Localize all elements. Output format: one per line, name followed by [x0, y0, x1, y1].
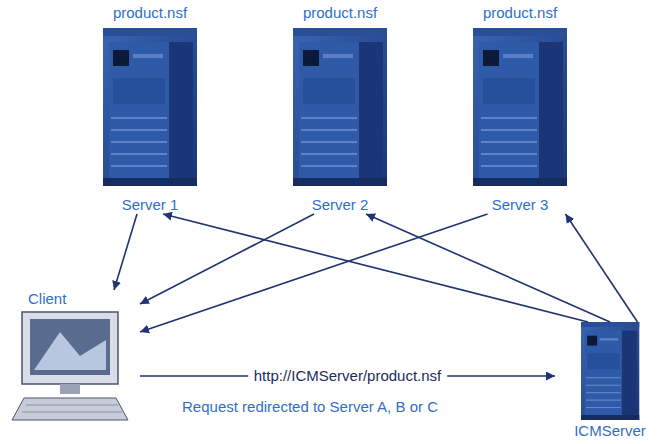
server-node: product.nsfServer 2: [275, 4, 405, 214]
server-tower: [473, 28, 567, 186]
request-arrow: [366, 214, 610, 322]
server-tower: [293, 28, 387, 186]
note-label: Request redirected to Server A, B or C: [140, 398, 480, 416]
file-label: product.nsf: [483, 4, 557, 22]
server-tower: [581, 322, 639, 420]
request-arrow: [140, 214, 488, 332]
machine-label: Client: [28, 290, 66, 308]
request-arrow: [114, 214, 137, 290]
url-label: http://ICMServer/product.nsf: [248, 367, 448, 385]
server-node: product.nsfServer 1: [85, 4, 215, 214]
server-node: product.nsfServer 3: [455, 4, 585, 214]
request-arrow: [163, 214, 588, 322]
machine-label: ICMServer: [574, 422, 646, 440]
icm-server-node: ICMServer: [555, 322, 665, 440]
client-computer: [12, 312, 128, 420]
client-node: Client: [10, 290, 140, 430]
machine-label: Server 2: [312, 196, 369, 214]
machine-label: Server 1: [122, 196, 179, 214]
file-label: product.nsf: [113, 4, 187, 22]
file-label: product.nsf: [303, 4, 377, 22]
request-arrow: [140, 214, 314, 304]
server-tower: [103, 28, 197, 186]
machine-label: Server 3: [492, 196, 549, 214]
request-arrow: [566, 214, 638, 322]
